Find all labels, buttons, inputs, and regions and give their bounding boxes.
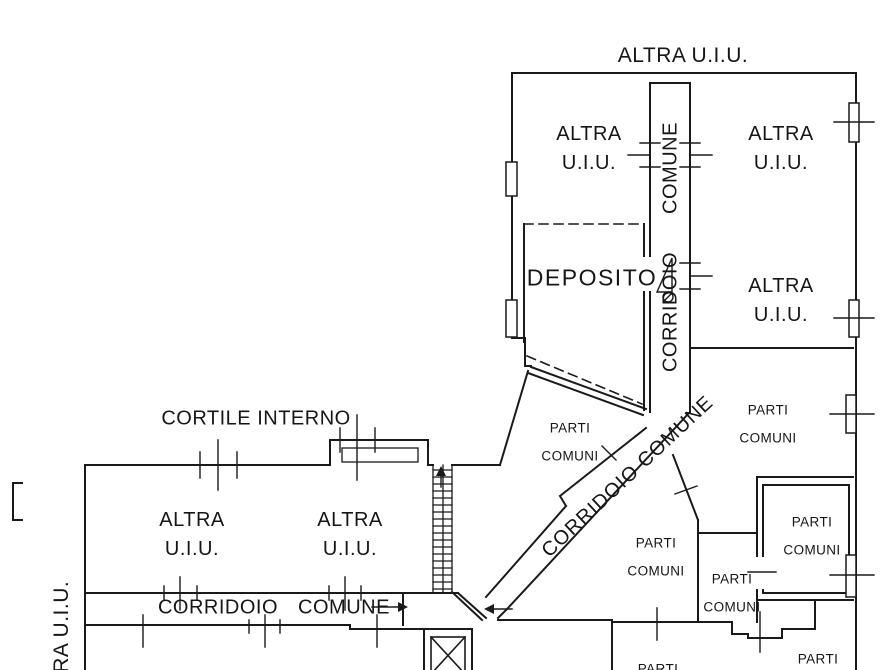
stairs-up-arrow-icon <box>436 466 446 488</box>
door-tick-marks <box>142 121 875 653</box>
common-area-label-bottom-mid: PARTI <box>637 661 679 670</box>
unit-label-top-left: ALTRA U.I.U. <box>556 120 621 178</box>
bay-inner-rect <box>341 447 419 463</box>
common-area-label-mid-upper: PARTI COMUNI <box>541 414 598 469</box>
dashed-boundary <box>523 223 645 406</box>
unit-line: ALTRA <box>159 509 225 531</box>
common-line: COMUNI <box>783 542 841 557</box>
common-area-label-right-upper: PARTI COMUNI <box>739 396 796 451</box>
unit-label-left-a: ALTRA U.I.U. <box>159 506 224 564</box>
unit-line: U.I.U. <box>322 538 378 560</box>
common-line: COMUNI <box>627 563 685 578</box>
courtyard-label: CORTILE INTERNO <box>161 407 351 430</box>
common-line: PARTI <box>635 535 677 551</box>
unit-line: U.I.U. <box>561 152 617 174</box>
unit-label-left-b: ALTRA U.I.U. <box>317 506 382 564</box>
common-line: COMUNI <box>541 448 599 463</box>
common-line: COMUNI <box>739 430 797 445</box>
horizontal-corridor-word2: COMUNE <box>298 596 390 619</box>
common-area-label-right-mid: PARTI COMUNI <box>783 508 840 563</box>
elevator-icon <box>429 635 467 670</box>
common-area-label-bottom-right: PARTI <box>797 651 839 667</box>
unit-line: ALTRA <box>748 123 814 145</box>
stairs-icon <box>432 464 453 593</box>
common-line: COMUNI <box>703 599 761 614</box>
unit-line: U.I.U. <box>164 538 220 560</box>
deposito-label: DEPOSITO <box>526 264 658 291</box>
horizontal-corridor-word1: CORRIDOIO <box>157 596 279 619</box>
arrow-left-icon <box>484 604 513 614</box>
common-line: PARTI <box>747 402 789 418</box>
arrow-right-icon <box>371 602 408 612</box>
unit-line: U.I.U. <box>753 304 809 326</box>
unit-label-mid-right: ALTRA U.I.U. <box>748 272 813 330</box>
common-line: PARTI <box>711 571 753 587</box>
vertical-corridor-word-comune: COMUNE <box>659 122 682 214</box>
plan-title: ALTRA U.I.U. <box>617 44 749 67</box>
unit-label-top-right: ALTRA U.I.U. <box>748 120 813 178</box>
unit-line: ALTRA <box>748 275 814 297</box>
walls <box>12 72 857 670</box>
vertical-corridor-word-corridoio: CORRIDOIO <box>659 251 682 373</box>
common-area-label-mid-lower: PARTI COMUNI <box>627 529 684 584</box>
unit-line: ALTRA <box>317 509 383 531</box>
door-swing-icon <box>655 257 674 303</box>
common-area-label-right-small: PARTI COMUNI <box>703 565 760 620</box>
unit-line: U.I.U. <box>753 152 809 174</box>
common-line: PARTI <box>549 420 591 436</box>
left-edge-unit-label: ALTRA U.I.U. <box>50 580 73 670</box>
common-line: PARTI <box>791 514 833 530</box>
unit-line: ALTRA <box>556 123 622 145</box>
